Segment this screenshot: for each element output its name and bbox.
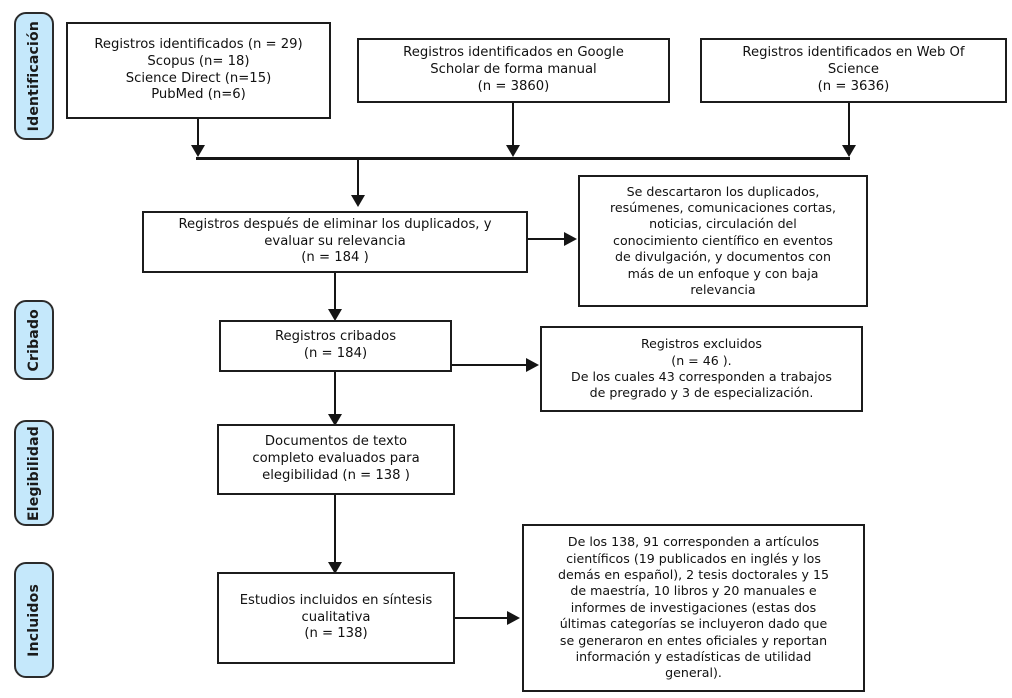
connector-after-duplicates-to-discarded: [528, 238, 565, 240]
arrowhead-after-duplicates-to-screened: [328, 309, 342, 321]
box-sources-web-of-science: Registros identificados en Web Of Scienc…: [700, 38, 1007, 103]
arrowhead-google-scholar-down: [506, 145, 520, 157]
arrowhead-screened-to-fulltext: [328, 414, 342, 426]
box-included-breakdown-text: De los 138, 91 corresponden a artículos …: [558, 534, 829, 681]
stage-pill-elegibilidad: Elegibilidad: [14, 420, 54, 526]
connector-screened-to-fulltext: [334, 372, 336, 415]
stage-label-elegibilidad: Elegibilidad: [26, 425, 42, 521]
arrowhead-web-of-science-down: [842, 145, 856, 157]
box-sources-databases-text: Registros identificados (n = 29) Scopus …: [94, 36, 303, 103]
arrowhead-after-duplicates-to-discarded: [564, 232, 577, 246]
box-sources-google-scholar: Registros identificados en Google Schola…: [357, 38, 670, 103]
connector-merge-bar: [196, 157, 850, 160]
box-discarded-reasons: Se descartaron los duplicados, resúmenes…: [578, 175, 868, 307]
stage-pill-identificacion: Identificación: [14, 12, 54, 140]
box-after-duplicates-text: Registros después de eliminar los duplic…: [178, 216, 492, 266]
arrowhead-databases-down: [191, 145, 205, 157]
box-sources-databases: Registros identificados (n = 29) Scopus …: [66, 22, 331, 119]
arrowhead-merge-to-after-duplicates: [351, 195, 365, 207]
stage-label-cribado: Cribado: [26, 308, 42, 372]
stage-label-incluidos: Incluidos: [26, 583, 42, 657]
box-included-synthesis: Estudios incluidos en síntesis cualitati…: [217, 572, 455, 664]
connector-databases-down: [197, 119, 199, 147]
stage-label-identificacion: Identificación: [26, 20, 42, 132]
box-included-synthesis-text: Estudios incluidos en síntesis cualitati…: [239, 592, 433, 642]
arrowhead-included-to-breakdown: [507, 611, 520, 625]
arrowhead-fulltext-to-included: [328, 562, 342, 574]
connector-merge-to-after-duplicates: [357, 158, 359, 196]
box-discarded-reasons-text: Se descartaron los duplicados, resúmenes…: [610, 183, 836, 297]
box-included-breakdown: De los 138, 91 corresponden a artículos …: [522, 524, 865, 692]
connector-screened-to-excluded: [452, 364, 527, 366]
arrowhead-screened-to-excluded: [526, 358, 539, 372]
box-after-duplicates: Registros después de eliminar los duplic…: [142, 211, 528, 273]
connector-after-duplicates-to-screened: [334, 273, 336, 310]
stage-pill-cribado: Cribado: [14, 300, 54, 380]
connector-google-scholar-down: [512, 103, 514, 147]
connector-included-to-breakdown: [455, 617, 508, 619]
box-fulltext-assessed: Documentos de texto completo evaluados p…: [217, 424, 455, 495]
box-screened-text: Registros cribados (n = 184): [274, 329, 397, 361]
box-excluded-text: Registros excluidos (n = 46 ). De los cu…: [571, 336, 832, 401]
connector-web-of-science-down: [848, 103, 850, 147]
stage-pill-incluidos: Incluidos: [14, 562, 54, 678]
box-fulltext-assessed-text: Documentos de texto completo evaluados p…: [252, 434, 420, 483]
box-excluded: Registros excluidos (n = 46 ). De los cu…: [540, 326, 863, 412]
box-sources-web-of-science-text: Registros identificados en Web Of Scienc…: [742, 45, 965, 94]
box-screened: Registros cribados (n = 184): [219, 320, 452, 372]
box-sources-google-scholar-text: Registros identificados en Google Schola…: [403, 45, 624, 94]
connector-fulltext-to-included: [334, 495, 336, 563]
